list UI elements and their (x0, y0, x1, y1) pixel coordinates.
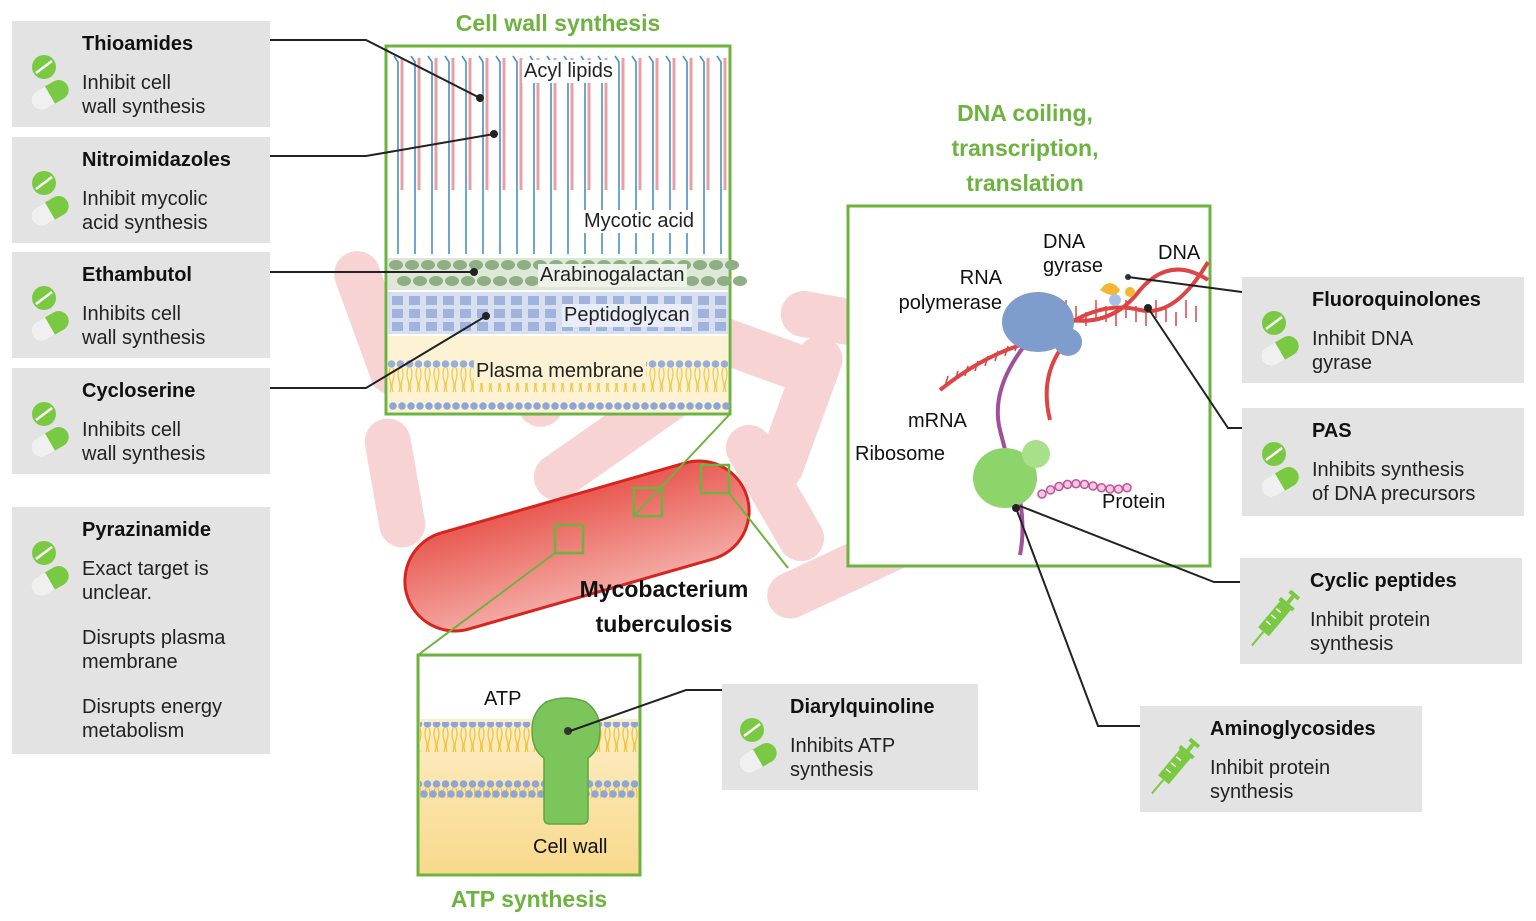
label-arabinogalactan: Arabinogalactan (538, 264, 687, 287)
cell-wall-panel (384, 44, 747, 416)
label-plasma-membrane: Plasma membrane (474, 360, 646, 383)
drug-description: Exact target is unclear. Disrupts plasma… (82, 558, 226, 742)
drug-name: Diarylquinoline (790, 696, 935, 718)
zoom-marker-dna (699, 463, 731, 495)
dna-panel (846, 204, 1212, 568)
drug-name: Ethambutol (82, 264, 192, 286)
zoom-marker-cellwall (632, 486, 664, 518)
label-rna-polymerase: RNA polymerase (898, 267, 1002, 314)
cell-wall-title: Cell wall synthesis (455, 10, 661, 36)
label-dna-gyrase: DNA gyrase (1043, 231, 1104, 277)
label-atp: ATP (484, 688, 522, 710)
drug-name: Cycloserine (82, 380, 196, 402)
drug-name: Cyclic peptides (1310, 570, 1457, 592)
label-acyl-lipids: Acyl lipids (522, 60, 615, 83)
organism-label: Mycobacterium tuberculosis (579, 576, 749, 637)
pill-icon (1258, 307, 1302, 372)
label-ribosome: Ribosome (855, 443, 946, 465)
pill-icon (28, 51, 72, 116)
atp-panel (416, 653, 642, 877)
label-dna: DNA (1158, 242, 1201, 264)
pill-icon (1258, 438, 1302, 503)
drug-name: PAS (1312, 420, 1352, 442)
connector-lines (270, 39, 1243, 732)
zoom-marker-atp (553, 523, 585, 555)
drug-name: Aminoglycosides (1210, 718, 1376, 740)
pill-icon (28, 282, 72, 347)
drug-name: Nitroimidazoles (82, 149, 231, 171)
label-mrna: mRNA (908, 410, 967, 432)
atp-title: ATP synthesis (450, 886, 608, 912)
label-protein: Protein (1102, 491, 1166, 513)
drug-box-pyrazinamide: Pyrazinamide Exact target is unclear. Di… (12, 507, 270, 754)
label-peptidoglycan: Peptidoglycan (562, 304, 692, 327)
drug-name: Thioamides (82, 33, 194, 55)
drug-name: Fluoroquinolones (1312, 289, 1481, 311)
syringe-icon (1250, 580, 1301, 661)
syringe-icon (1150, 728, 1201, 809)
pill-icon (28, 167, 72, 232)
label-cell-wall: Cell wall (533, 836, 608, 858)
label-mycotic-acid: Mycotic acid (582, 210, 697, 233)
pill-icon (736, 714, 780, 779)
dna-gyrase-shape (1100, 274, 1135, 306)
drug-name: Pyrazinamide (82, 519, 211, 541)
pill-icon (28, 537, 72, 602)
pill-icon (28, 398, 72, 463)
dna-title: DNA coiling, transcription, translation (951, 100, 1099, 196)
